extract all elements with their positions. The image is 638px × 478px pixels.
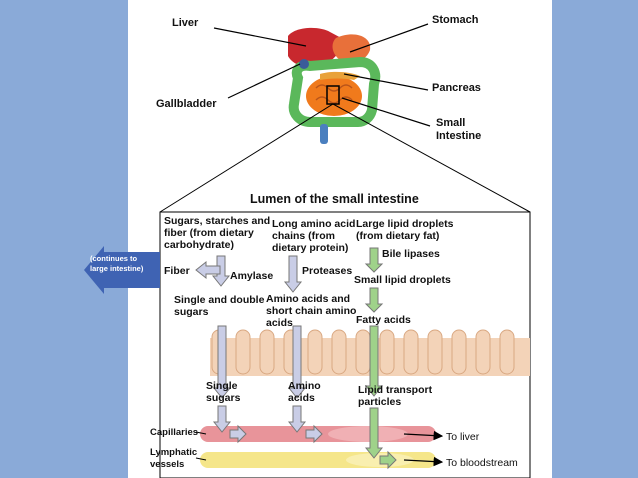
capillaries-label: Capillaries [150,427,199,438]
stomach-shape [332,34,371,63]
lipid-side-arrow [379,450,397,470]
carbohydrate-source: Sugars, starches and fiber (from dietary… [164,215,271,251]
protein-source: Long amino acid chains (from dietary pro… [272,218,356,254]
large-intestine-note: (continues to large intestine) [90,254,144,273]
protein-arrow-3 [287,405,307,433]
protein-product: Amino acids and short chain amino acids [266,293,357,329]
small-intestine-shape [306,76,362,116]
carb-arrow-2 [212,325,232,399]
carb-arrow-1 [211,255,231,287]
digestive-system-illustration [288,27,381,144]
fat-source: Large lipid droplets (from dietary fat) [356,218,454,242]
carbohydrate-product: Single and double sugars [174,294,265,318]
small-lipid-droplets-label: Small lipid droplets [354,274,451,286]
small-intestine-label: Small Intestine [436,117,482,142]
carb-arrow-3 [212,405,232,433]
lipid-arrow-3 [364,325,384,397]
lipid-arrow-2 [364,287,384,313]
fiber-label: Fiber [164,265,190,277]
protein-side-arrow [305,424,323,444]
protein-arrow-2 [287,325,307,399]
fatty-acids-label: Fatty acids [356,314,411,326]
to-bloodstream-label: To bloodstream [446,457,518,469]
capillary-end [328,426,408,442]
to-bloodstream-arrow [403,456,444,467]
to-liver-arrow [403,430,444,441]
lymphatic-vessels-label: Lymphatic vessels [150,447,198,470]
lipid-transport-label: Lipid transport particles [358,384,433,408]
liver-label: Liver [172,17,199,29]
large-intestine-arrow [84,246,160,294]
gallbladder-label: Gallbladder [156,98,217,110]
bile-lipases-label: Bile lipases [382,248,440,260]
proteases-label: Proteases [302,265,353,277]
to-liver-label: To liver [446,431,480,443]
lumen-title: Lumen of the small intestine [250,192,419,206]
liver-shape [288,27,345,69]
gallbladder-shape [299,59,309,69]
stomach-label: Stomach [432,14,479,26]
single-sugars-label: Single sugars [206,380,241,404]
lipid-arrow-4 [364,407,384,459]
organ-pointers [213,23,431,127]
fiber-arrow [195,260,221,280]
amylase-label: Amylase [230,270,274,282]
zoom-lines [159,103,531,213]
lipid-arrow-1 [364,247,384,273]
carb-side-arrow [229,424,247,444]
amino-acids-label: Amino acids [288,380,321,404]
protein-arrow-1 [283,255,303,293]
rectum-shape [320,124,328,144]
pancreas-shape [320,71,360,80]
pancreas-label: Pancreas [432,82,481,94]
